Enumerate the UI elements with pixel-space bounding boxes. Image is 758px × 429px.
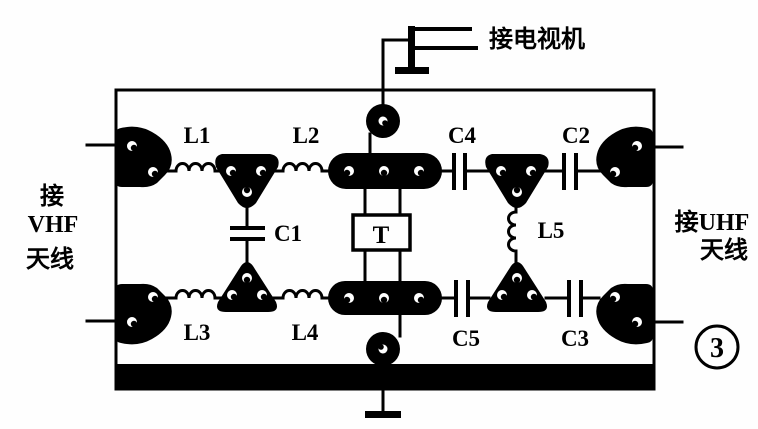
wire-tv-feed [381, 38, 410, 92]
junction-pad-C4-C2 [485, 154, 549, 208]
label-L1: L1 [184, 123, 211, 148]
label-C3: C3 [561, 326, 589, 351]
inductor-L5 [507, 203, 518, 265]
label-C5: C5 [452, 326, 480, 351]
coax-connector-bar-icon [408, 26, 415, 72]
uhf-label-line-1: 接UHF [675, 209, 750, 236]
solder-pad-top-right [596, 126, 653, 188]
vhf-label-line-2: VHF [28, 212, 79, 238]
label-L5: L5 [538, 218, 565, 243]
label-L2: L2 [293, 123, 320, 148]
inductor-L1 [164, 162, 222, 173]
label-L4: L4 [292, 320, 319, 345]
vhf-label-line-3: 天线 [26, 246, 74, 273]
junction-pad-L1-L2 [215, 154, 279, 208]
label-L3: L3 [184, 320, 211, 345]
inductor-L3 [164, 289, 222, 300]
figure-number-circle [694, 324, 740, 370]
capacitor-C4 [440, 153, 490, 190]
capacitors [230, 153, 603, 317]
coax-base-plate-icon [395, 67, 429, 74]
figure-number-badge: 3 [694, 324, 740, 370]
uhf-label-line-2: 天线 [700, 237, 748, 264]
inductor-L2 [271, 162, 332, 173]
port-stub-wires [85, 143, 684, 324]
solder-pad-top-left [115, 126, 172, 188]
junction-pad-L3-L4 [217, 262, 277, 312]
port-labels: 接电视机 接 VHF 天线 接UHF 天线 [26, 26, 749, 273]
label-C1: C1 [274, 221, 302, 246]
solder-pad-bottom-left [115, 283, 172, 345]
inductors [164, 162, 518, 300]
ground-symbol-icon [365, 411, 401, 418]
label-T: T [373, 222, 390, 249]
label-C4: C4 [448, 123, 477, 148]
capacitor-C5 [440, 280, 491, 317]
vhf-label-line-1: 接 [40, 183, 64, 210]
transformer-T-box [351, 213, 412, 252]
inductor-L4 [271, 289, 332, 300]
figure-number: 3 [710, 333, 724, 364]
capacitor-C1 [230, 207, 265, 266]
component-labels: L1 L2 C4 C2 C1 L5 L3 L4 C5 C3 [184, 123, 590, 351]
ground-bus-bar [115, 364, 655, 390]
tv-output-label: 接电视机 [489, 26, 585, 53]
junction-pad-C5-C3 [487, 262, 547, 312]
transformer-T: T [351, 185, 412, 285]
capacitor-C3 [544, 280, 601, 317]
capacitor-C2 [543, 153, 603, 190]
pad-holes [127, 116, 642, 354]
label-C2: C2 [562, 123, 590, 148]
solder-pad-bottom-right [596, 283, 653, 345]
ground-terminal [365, 386, 401, 418]
tv-output-connector [381, 26, 478, 92]
